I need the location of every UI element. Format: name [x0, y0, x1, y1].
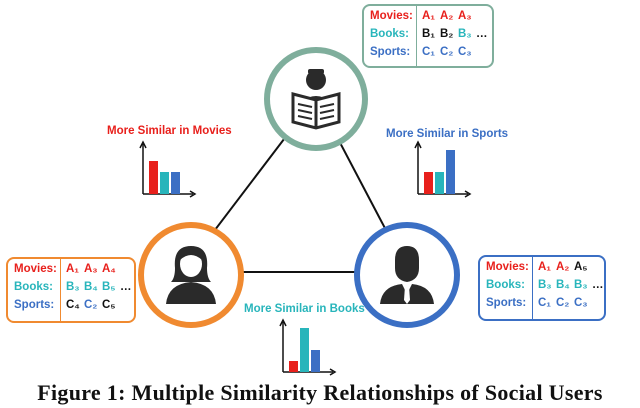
bar	[435, 172, 444, 194]
item: A₁	[422, 10, 436, 22]
row-label: Books:	[370, 28, 409, 40]
item: C₃	[458, 46, 472, 58]
table-row: Books: B₃ B₄ B₅ …	[8, 281, 134, 297]
reader-icon	[291, 69, 341, 130]
bar	[171, 172, 180, 194]
item: A₁	[66, 263, 80, 275]
table-row: Movies: A₁ A₃ A₄	[8, 263, 134, 279]
item: B₃	[574, 279, 588, 291]
ellipsis: …	[592, 279, 604, 291]
bar	[149, 161, 158, 194]
user-right-table: Movies: A₁ A₂ A₅ Books: B₃ B₄ B₃ … Sports: C₁ C₂ C₃	[478, 255, 606, 321]
similarity-label-sports: More Similar in Sports	[386, 128, 509, 140]
ellipsis: …	[476, 28, 488, 40]
bar	[300, 328, 309, 372]
table-row: Sports: C₄ C₂ C₅	[8, 299, 134, 315]
item: A₅	[574, 261, 588, 273]
item: B₂	[440, 28, 454, 40]
item: C₅	[102, 299, 116, 311]
item: B₃	[458, 28, 472, 40]
table-row: Movies: A₁ A₂ A₅	[480, 261, 604, 277]
row-label: Sports:	[14, 299, 55, 311]
table-row: Books: B₃ B₄ B₃ …	[480, 279, 604, 295]
axis-arrows	[414, 140, 472, 198]
item: C₁	[538, 297, 552, 309]
item: B₅	[102, 281, 116, 293]
item: C₁	[422, 46, 436, 58]
item: A₄	[102, 263, 116, 275]
bar	[160, 172, 169, 194]
item: A₂	[440, 10, 454, 22]
row-label: Movies:	[486, 261, 529, 273]
ellipsis: …	[120, 281, 132, 293]
item: B₄	[556, 279, 570, 291]
woman-icon	[166, 246, 216, 304]
user-left-table: Movies: A₁ A₃ A₄ Books: B₃ B₄ B₅ … Sports: C₄ C₂ C₅	[6, 257, 136, 323]
table-row: Sports: C₁ C₂ C₃	[364, 46, 492, 62]
axis-arrows	[279, 318, 337, 376]
row-label: Movies:	[370, 10, 413, 22]
item: A₂	[556, 261, 570, 273]
similarity-label-movies: More Similar in Movies	[107, 125, 232, 137]
row-label: Books:	[14, 281, 53, 293]
similarity-label-books: More Similar in Books	[244, 303, 365, 315]
item: B₄	[84, 281, 98, 293]
item: A₃	[84, 263, 98, 275]
bar	[311, 350, 320, 372]
item: C₄	[66, 299, 80, 311]
row-label: Books:	[486, 279, 525, 291]
row-label: Movies:	[14, 263, 57, 275]
item: C₃	[574, 297, 588, 309]
item: B₁	[422, 28, 436, 40]
bar	[289, 361, 298, 372]
table-row: Books: B₁ B₂ B₃ …	[364, 28, 492, 44]
bar	[424, 172, 433, 194]
chart-movies	[139, 140, 197, 198]
bar	[446, 150, 455, 194]
row-label: Sports:	[370, 46, 411, 58]
item: C₂	[556, 297, 570, 309]
chart-sports	[414, 140, 472, 198]
item: B₃	[66, 281, 80, 293]
item: A₃	[458, 10, 472, 22]
item: C₂	[84, 299, 98, 311]
row-label: Sports:	[486, 297, 527, 309]
table-row: Sports: C₁ C₂ C₃	[480, 297, 604, 313]
item: B₃	[538, 279, 552, 291]
axis-arrows	[139, 140, 197, 198]
item: A₁	[538, 261, 552, 273]
item: C₂	[440, 46, 454, 58]
figure-caption: Figure 1: Multiple Similarity Relationsh…	[37, 380, 603, 405]
chart-books	[279, 318, 337, 376]
table-row: Movies: A₁ A₂ A₃	[364, 10, 492, 26]
user-top-table: Movies: A₁ A₂ A₃ Books: B₁ B₂ B₃ … Sports: C₁ C₂ C₃	[362, 4, 494, 68]
man-icon	[380, 246, 434, 304]
